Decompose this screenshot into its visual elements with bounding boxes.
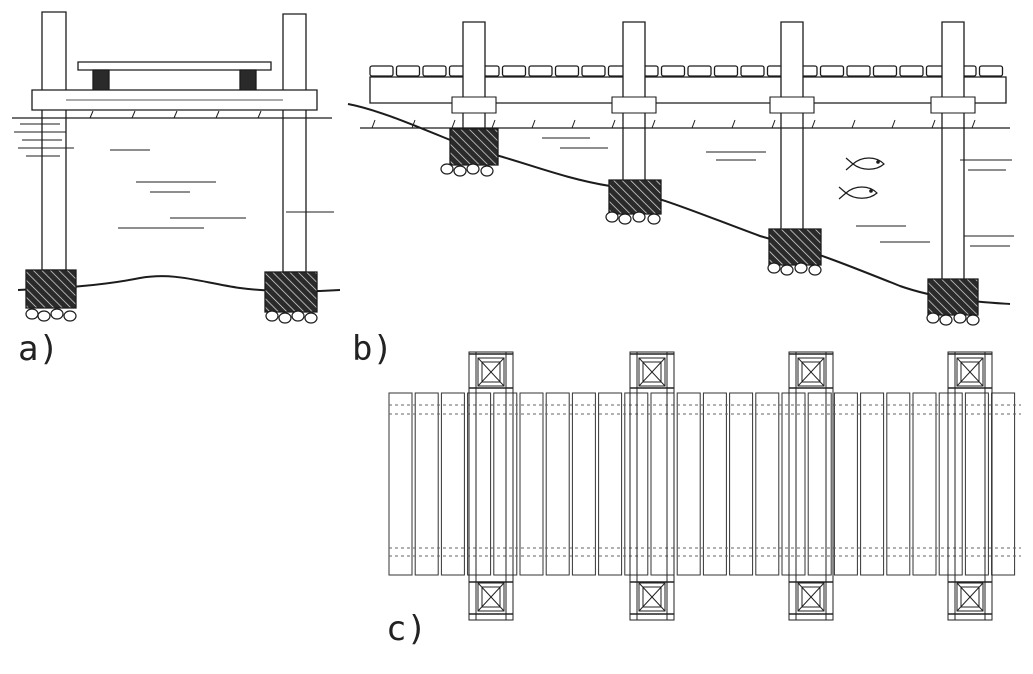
brace-tick [852, 120, 855, 128]
deck-board [662, 66, 685, 76]
panel-label-c: c) [386, 609, 427, 649]
deck-board [741, 66, 764, 76]
brace-tick [572, 120, 575, 128]
brace-tick [772, 120, 775, 128]
panel-b-long-section [348, 22, 1014, 325]
brace-tick [812, 120, 815, 128]
deck-board [556, 66, 579, 76]
deck-board [821, 66, 844, 76]
plan-board [939, 393, 962, 575]
plan-post-assembly [948, 352, 992, 620]
deck-board [397, 66, 420, 76]
deck-board [423, 66, 446, 76]
brace-tick [412, 120, 415, 128]
deck-board [370, 66, 393, 76]
post-1 [463, 22, 485, 132]
brace-tick [732, 120, 735, 128]
brace-tick [452, 120, 455, 128]
fish-icon [839, 187, 877, 199]
post-left [42, 12, 66, 270]
plan-board [677, 393, 700, 575]
post-right [283, 14, 306, 272]
plan-board [808, 393, 831, 575]
deck-board [980, 66, 1003, 76]
plan-board [703, 393, 726, 575]
foundation-left [26, 270, 76, 308]
brace-tick [258, 111, 261, 118]
brace-tick [132, 111, 135, 118]
plan-board [625, 393, 648, 575]
brace-tick [532, 120, 535, 128]
deck-board [847, 66, 870, 76]
plan-post-assembly [789, 352, 833, 620]
fish-icon [846, 158, 884, 170]
seabed-slope [348, 104, 1010, 304]
plan-board [468, 393, 491, 575]
brace-tick [90, 111, 93, 118]
brace-tick [174, 111, 177, 118]
brace-tick [216, 111, 219, 118]
plan-post-assembly [469, 352, 513, 620]
plan-board [520, 393, 543, 575]
deck-board [688, 66, 711, 76]
plan-board [599, 393, 622, 575]
plan-board [965, 393, 988, 575]
plan-board [389, 393, 412, 575]
plan-board [782, 393, 805, 575]
post-4 [942, 22, 964, 284]
brace-tick [892, 120, 895, 128]
foundation-right [265, 272, 317, 312]
deck-plank [78, 62, 271, 70]
plan-deck-boards [389, 393, 1015, 575]
post-3 [781, 22, 803, 232]
plan-board [861, 393, 884, 575]
deck-board [503, 66, 526, 76]
plan-board [913, 393, 936, 575]
plan-board [572, 393, 595, 575]
deck-board [715, 66, 738, 76]
deck-board [529, 66, 552, 76]
deck-board [582, 66, 605, 76]
brace-tick [692, 120, 695, 128]
plan-board [494, 393, 517, 575]
brace-tick [972, 120, 975, 128]
plan-board [546, 393, 569, 575]
panel-a-cross-section [12, 12, 340, 323]
plan-board [887, 393, 910, 575]
panel-c-plan-view [389, 352, 1021, 620]
plan-post-assemblies [469, 352, 992, 620]
brace-tick [492, 120, 495, 128]
plan-post-assembly [630, 352, 674, 620]
brace-tick [372, 120, 375, 128]
brace-tick [932, 120, 935, 128]
deck-board [874, 66, 897, 76]
plan-board [834, 393, 857, 575]
plan-board [730, 393, 753, 575]
plan-board [756, 393, 779, 575]
plan-board [441, 393, 464, 575]
plan-board [415, 393, 438, 575]
panel-label-b: b) [352, 329, 393, 369]
brace-tick [612, 120, 615, 128]
panel-label-a: a) [18, 329, 59, 369]
deck-board [900, 66, 923, 76]
brace-tick [652, 120, 655, 128]
